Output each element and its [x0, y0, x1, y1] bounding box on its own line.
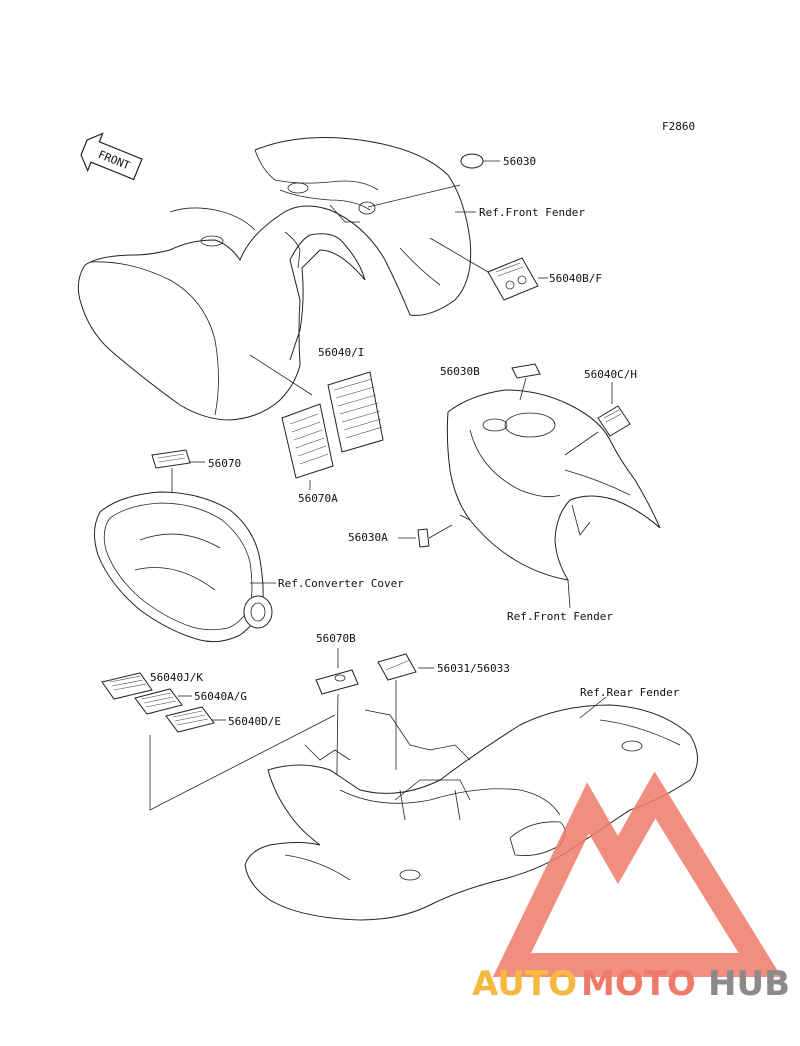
label-ref-front-fender-bottom: Ref.Front Fender: [507, 610, 613, 623]
label-56030: 56030: [503, 155, 536, 168]
decal-56070b: [315, 669, 359, 695]
decal-56030b: [511, 363, 541, 379]
front-fender-top: [77, 137, 472, 421]
watermark-word-moto: MOTO: [581, 964, 696, 1004]
converter-cover: [94, 491, 273, 643]
label-56030b: 56030B: [440, 365, 480, 378]
label-56070a: 56070A: [298, 492, 338, 505]
label-56031-56033: 56031/56033: [437, 662, 510, 675]
decal-56040de: [165, 706, 215, 733]
decal-56070: [151, 449, 191, 469]
rear-fender: [244, 704, 698, 921]
decal-56040ag: [134, 688, 183, 715]
label-56070b: 56070B: [316, 632, 356, 645]
decal-56040bf: [487, 257, 539, 301]
front-arrow: FRONT: [80, 132, 143, 181]
watermark-word-auto: AUTO: [472, 964, 577, 1004]
automotohub-watermark: AUTO MOTO HUB: [472, 771, 790, 1004]
label-56040ch: 56040C/H: [584, 368, 637, 381]
decal-56040jk: [101, 672, 153, 700]
label-56040i: 56040/I: [318, 346, 364, 359]
label-56070: 56070: [208, 457, 241, 470]
figure-code: F2860: [662, 120, 695, 133]
decal-56030a: [417, 528, 430, 548]
decal-56040i: [327, 371, 384, 453]
label-ref-rear-fender: Ref.Rear Fender: [580, 686, 680, 699]
decal-56040ch: [597, 405, 631, 437]
label-ref-converter-cover: Ref.Converter Cover: [278, 577, 404, 590]
part-56030-washer: [460, 153, 484, 169]
label-56040de: 56040D/E: [228, 715, 281, 728]
front-arrow-icon: [80, 132, 143, 181]
front-fender-middle: [446, 389, 661, 581]
label-56030a: 56030A: [348, 531, 388, 544]
decal-56031-56033: [377, 653, 417, 681]
label-56040bf: 56040B/F: [549, 272, 602, 285]
decal-56070a: [281, 403, 334, 479]
watermark-logo-icon: [492, 771, 782, 977]
label-ref-front-fender-top: Ref.Front Fender: [479, 206, 585, 219]
label-56040jk: 56040J/K: [150, 671, 203, 684]
watermark-word-hub: HUB: [708, 964, 790, 1004]
label-56040ag: 56040A/G: [194, 690, 247, 703]
